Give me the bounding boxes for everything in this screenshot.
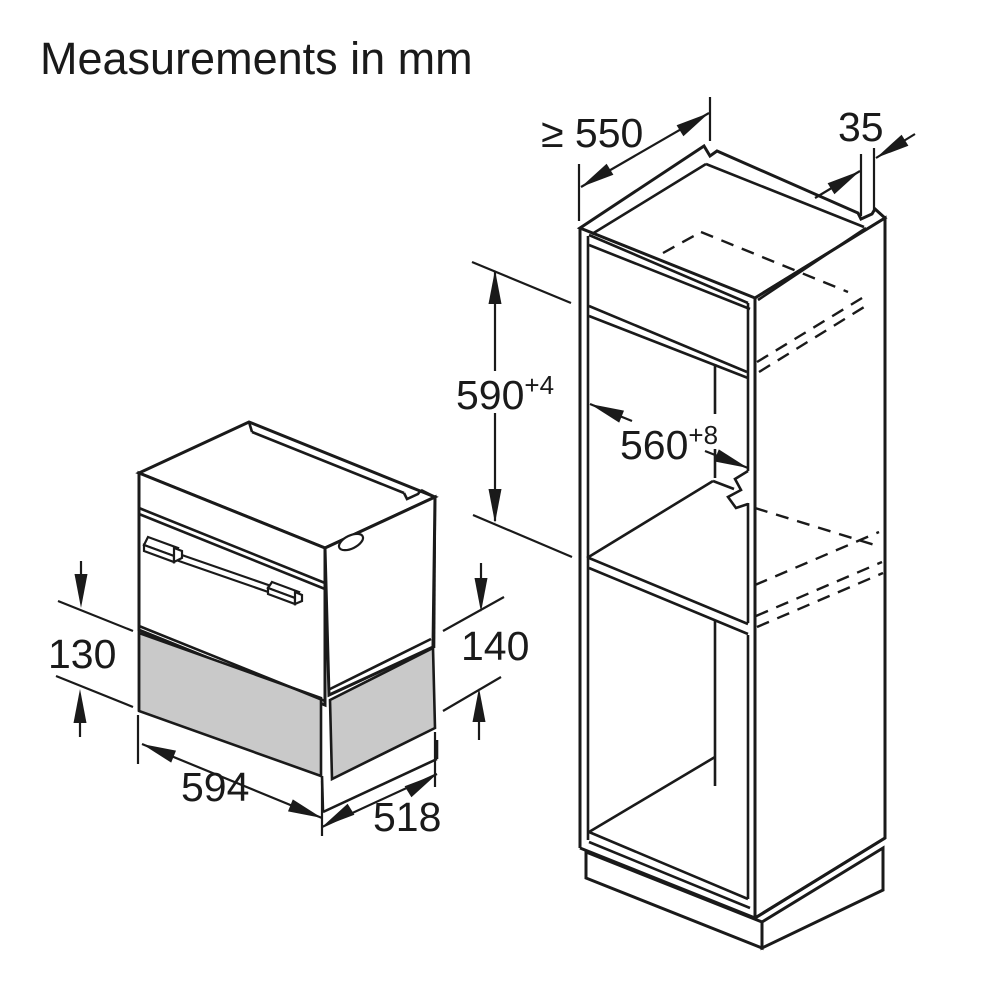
dimension-annotations: ≥ 550 35 590+4 560+8 140 130 594 518 bbox=[48, 97, 916, 840]
cabinet-plinth-front bbox=[584, 849, 764, 951]
dimension-arrowheads bbox=[73, 113, 909, 827]
dim-niche-width-label: 560+8 bbox=[620, 420, 718, 468]
page-title: Measurements in mm bbox=[40, 33, 473, 84]
hidden-shelf-edges bbox=[662, 230, 884, 629]
cabinet-structure-lines bbox=[578, 162, 886, 920]
extension-lines bbox=[55, 97, 876, 836]
dim-depth-label: 518 bbox=[373, 794, 441, 840]
dim-niche-height-label: 590+4 bbox=[456, 370, 554, 418]
dim-front-height-label: 130 bbox=[48, 631, 116, 677]
appliance-drawing bbox=[135, 420, 439, 814]
dim-installation-height-label: 140 bbox=[461, 623, 529, 669]
appliance-detail-lines bbox=[137, 421, 439, 814]
dim-width-label: 594 bbox=[181, 764, 249, 810]
cabinet-drawing bbox=[576, 143, 888, 951]
side-grip-cutout bbox=[337, 532, 365, 552]
dim-niche-depth-label: ≥ 550 bbox=[541, 110, 643, 156]
drawer-side-panel bbox=[328, 645, 437, 782]
cabinet-plinth-side bbox=[760, 845, 885, 951]
dim-rear-clearance-label: 35 bbox=[838, 104, 884, 150]
appliance-handle bbox=[142, 535, 304, 606]
